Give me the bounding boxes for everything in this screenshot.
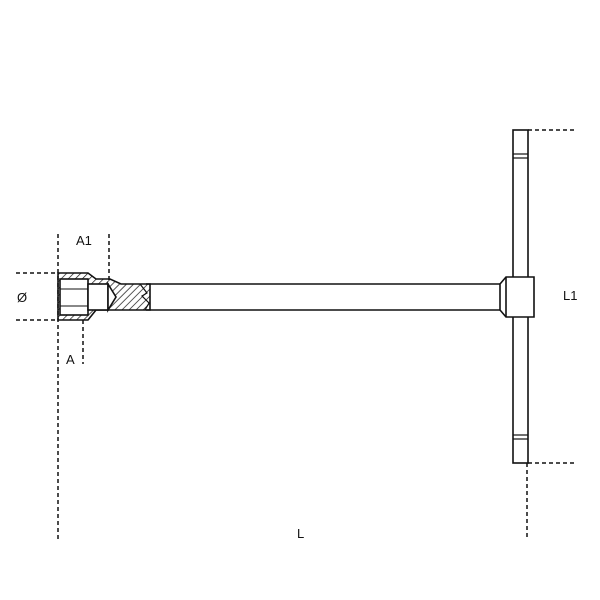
l1-label: L1 [563,288,578,303]
a-label: A [66,352,75,367]
dimension-lines [16,129,575,540]
shaft [146,283,500,311]
a1-label: A1 [76,233,92,248]
l-label: L [297,526,305,541]
hub [499,276,535,318]
socket-head [57,272,151,321]
diameter-label: Ø [17,290,28,305]
